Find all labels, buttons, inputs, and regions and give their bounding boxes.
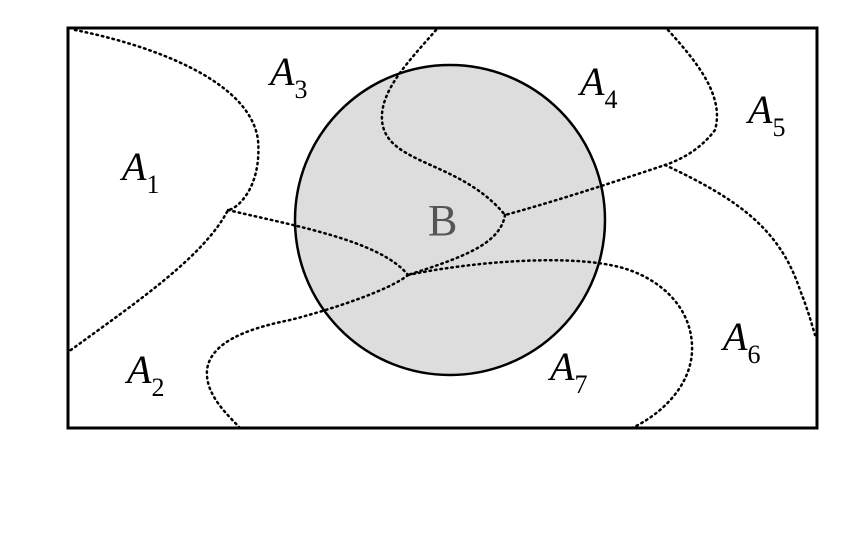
region-label-a1: A1 xyxy=(119,144,159,199)
region-label-a4: A4 xyxy=(577,59,617,114)
set-b-circle xyxy=(293,63,607,377)
partition-boundary-a5-a6 xyxy=(663,163,817,337)
partition-boundary-a4-a5 xyxy=(503,28,719,217)
partition-boundary-center xyxy=(406,213,507,277)
partition-boundary-a7-a6 xyxy=(406,259,694,430)
region-label-a3: A3 xyxy=(267,49,307,104)
set-b-label: B xyxy=(428,196,457,245)
region-label-a7: A7 xyxy=(547,344,587,399)
region-label-a5: A5 xyxy=(745,87,785,142)
partition-boundary-a3-a4 xyxy=(380,28,507,217)
region-label-a6: A6 xyxy=(720,314,760,369)
partition-boundary-a1-a3 xyxy=(66,28,260,354)
region-label-a2: A2 xyxy=(124,347,164,402)
partition-boundary-a1-a2-to-center xyxy=(226,208,410,277)
partition-boundary-a2-a7 xyxy=(205,273,410,430)
